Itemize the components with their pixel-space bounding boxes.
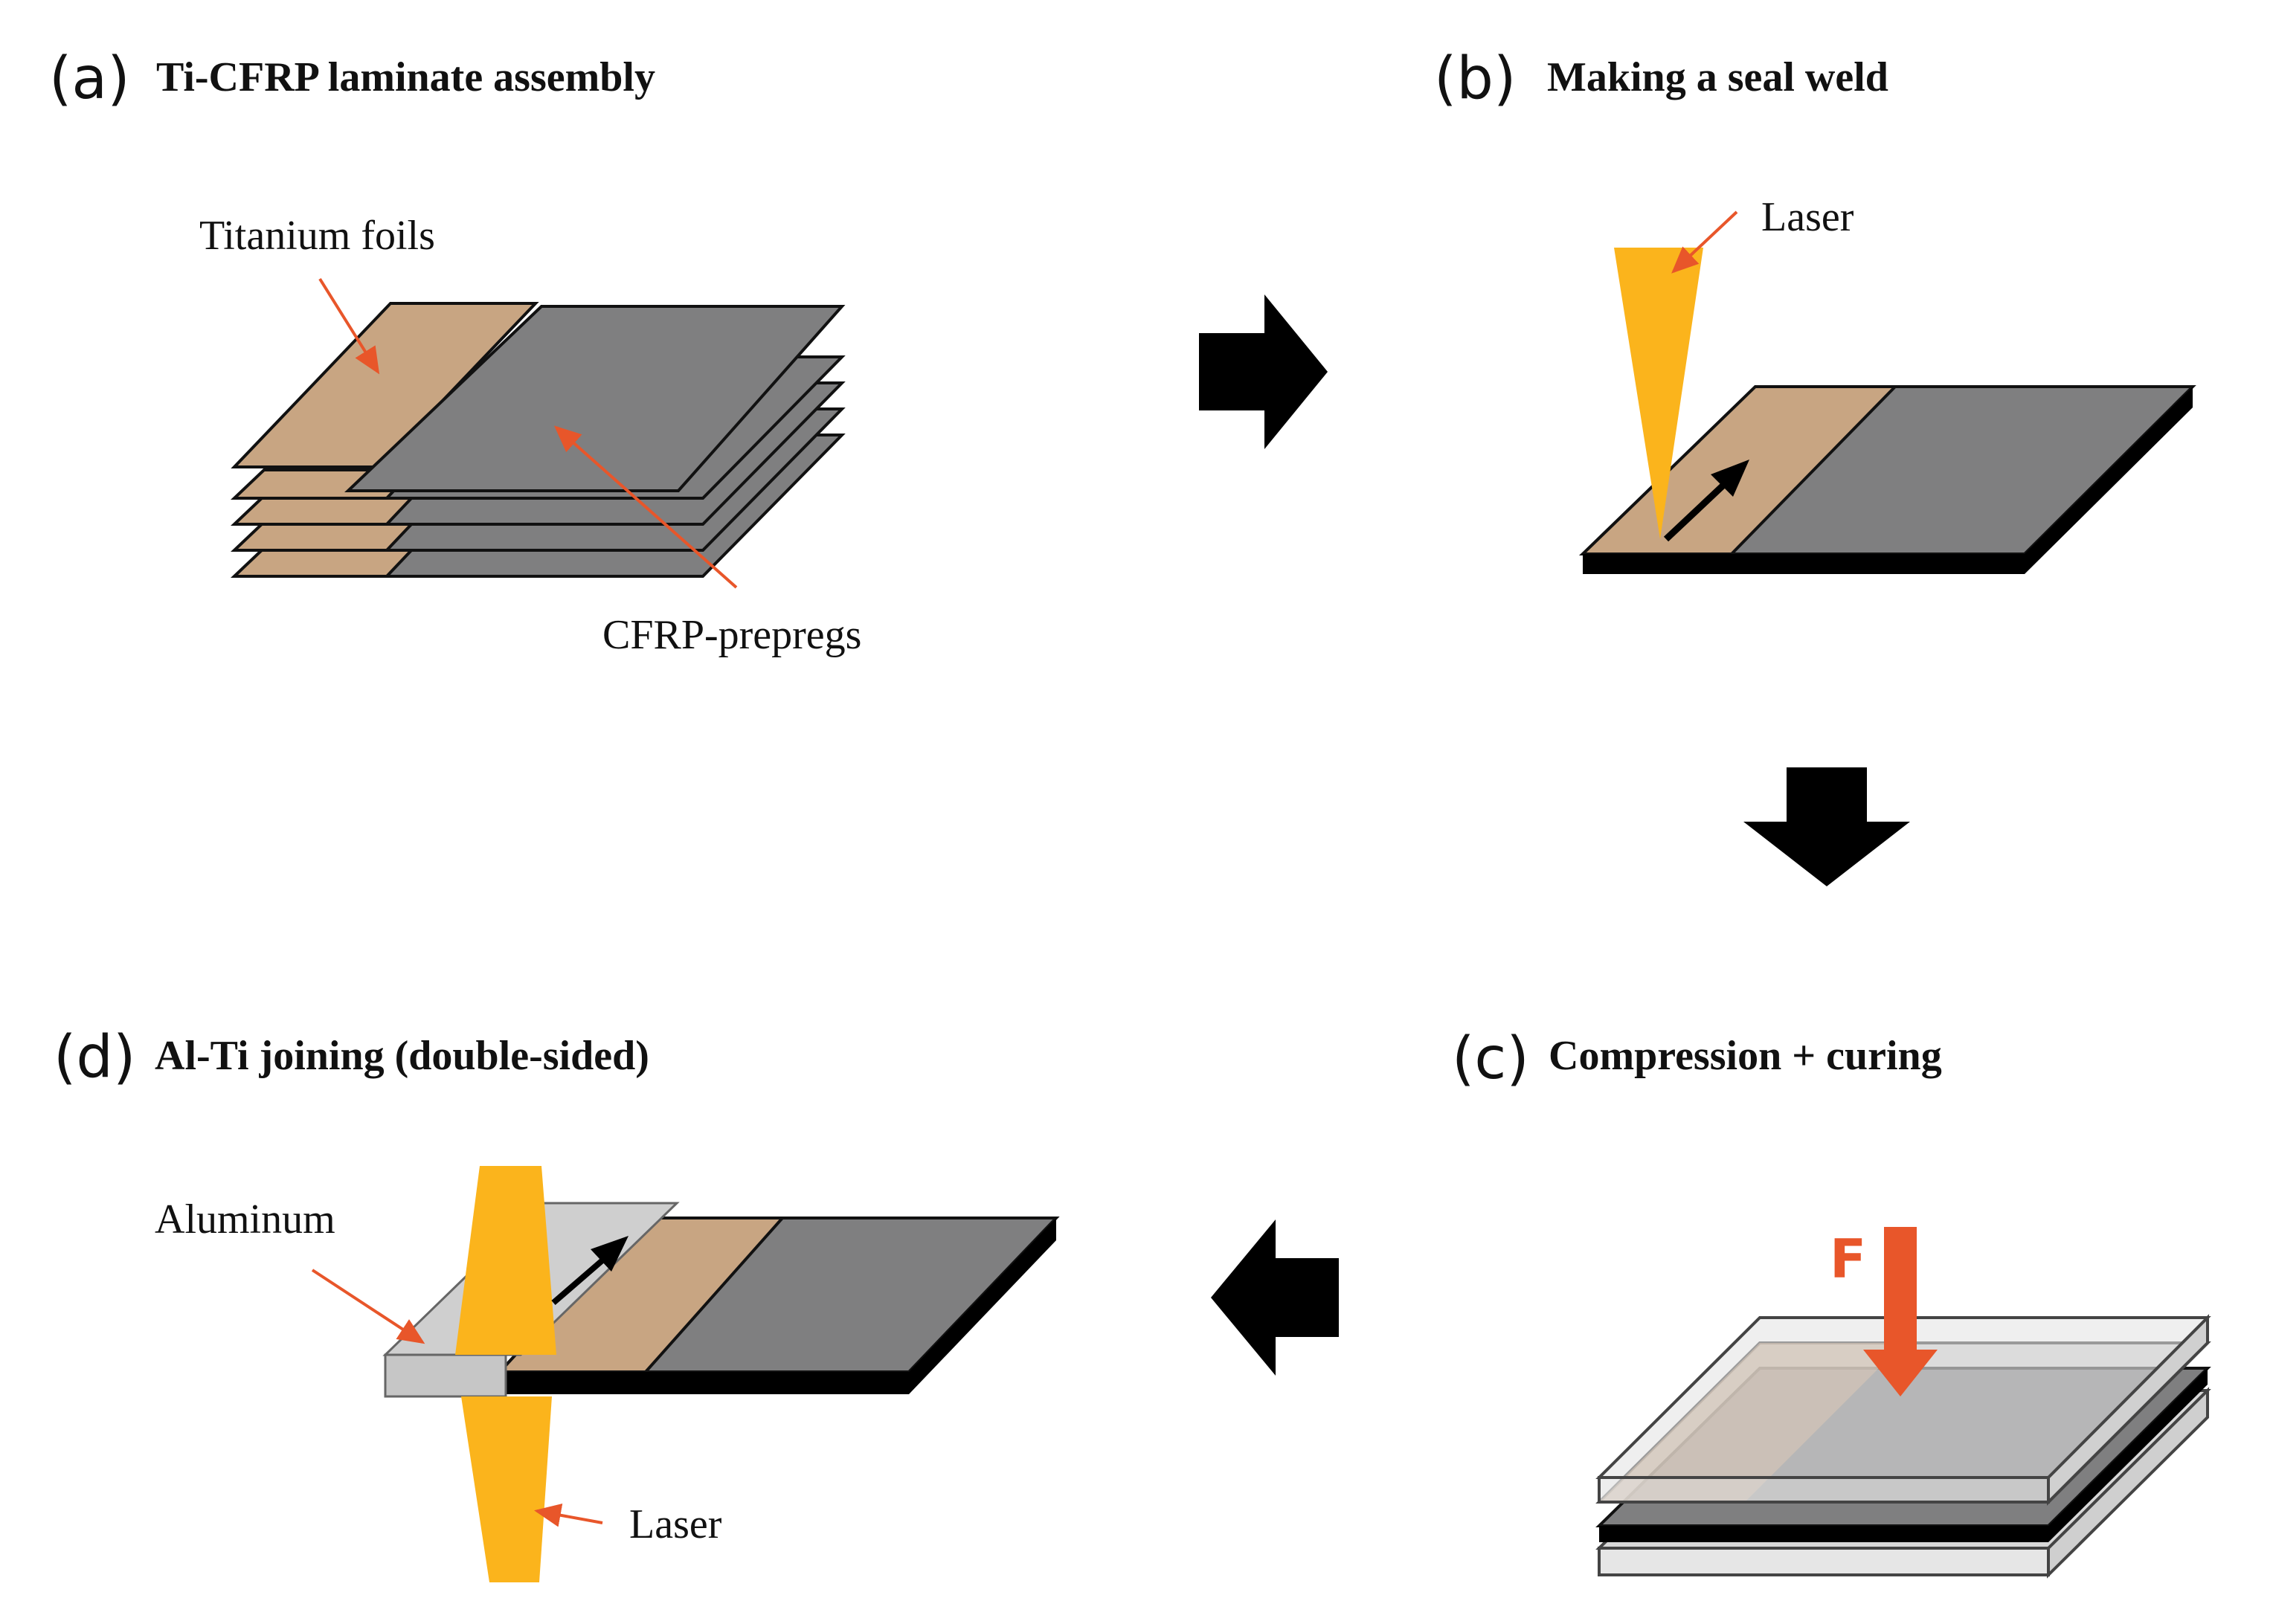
cfrp-callout-arrow xyxy=(554,425,738,589)
compression-stack xyxy=(1595,1314,2211,1579)
laser-label-b: Laser xyxy=(1761,194,1854,240)
panel-b-title: Making a seal weld xyxy=(1547,54,1888,100)
titanium-callout-arrow xyxy=(318,277,380,375)
laser-beam xyxy=(1614,248,1703,539)
welded-laminate xyxy=(1579,248,2196,574)
panel-d-letter: (d) xyxy=(54,1024,135,1091)
flow-arrow-right-icon xyxy=(1199,294,1328,449)
laser-beam-bottom xyxy=(461,1396,552,1582)
laminate-edge xyxy=(1583,554,2025,574)
laser-callout-arrow-b xyxy=(1671,210,1738,274)
aluminum-callout-arrow xyxy=(311,1269,425,1344)
flow-arrow-left-icon xyxy=(1211,1219,1339,1376)
weld-direction-arrow xyxy=(1663,460,1749,542)
panel-a-letter: (a) xyxy=(49,45,130,112)
laser-beam-top xyxy=(455,1166,556,1355)
panel-a-title: Ti-CFRP laminate assembly xyxy=(156,54,655,100)
panel-a: (a) Ti-CFRP laminate assembly xyxy=(49,45,861,658)
panel-c-title: Compression + curing xyxy=(1549,1033,1942,1079)
force-label: F xyxy=(1830,1228,1866,1290)
al-ti-joint xyxy=(382,1166,1060,1582)
cfrp-prepregs-label: CFRP-prepregs xyxy=(602,612,861,658)
panel-b-letter: (b) xyxy=(1434,45,1516,112)
panel-c-letter: (c) xyxy=(1452,1025,1529,1092)
panel-b: (b) Making a seal weld Laser xyxy=(1434,45,2196,574)
laser-label-d: Laser xyxy=(629,1501,722,1547)
ti-cfrp-laminate-stack xyxy=(230,302,846,578)
stack-layer-top xyxy=(231,302,846,492)
weld-direction-arrow-d xyxy=(551,1236,628,1306)
laser-callout-arrow-d xyxy=(534,1503,603,1527)
titanium-foils-label: Titanium foils xyxy=(199,213,435,259)
panel-d: (d) Al-Ti joining (double-sided) Aluminu… xyxy=(54,1024,1060,1582)
aluminum-label: Aluminum xyxy=(155,1196,335,1243)
panel-d-title: Al-Ti joining (double-sided) xyxy=(155,1033,649,1079)
force-arrow-icon xyxy=(1863,1227,1938,1396)
flow-arrow-down-icon xyxy=(1743,767,1910,886)
panel-c: (c) Compression + curing F xyxy=(1452,1025,2211,1579)
